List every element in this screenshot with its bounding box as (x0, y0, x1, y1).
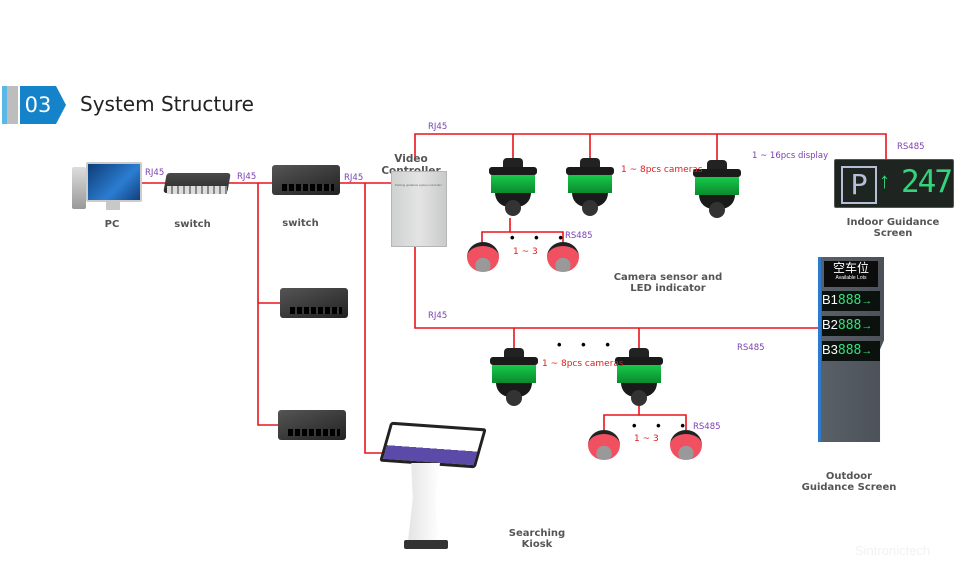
right-arrow-icon: → (861, 295, 873, 307)
page-title: System Structure (80, 92, 254, 116)
pc-label: PC (104, 219, 120, 230)
indicators-count-bottom: 1 ~ 3 (634, 434, 659, 444)
header-gray-bar (7, 86, 18, 124)
pc-monitor-icon (86, 162, 142, 202)
rs485-label-indicator-bottom: RS485 (693, 422, 721, 432)
displays-count: 1 ~ 16pcs display (752, 151, 829, 161)
pc-stand-icon (106, 200, 120, 210)
ellipsis-cameras-bottom: • • • (557, 337, 618, 352)
indoor-available-count: 247 (901, 164, 953, 200)
video-controller-box: Parking guidance system controller (391, 171, 447, 247)
indoor-guidance-screen: P ↑ 247 (834, 159, 954, 208)
right-arrow-icon: → (861, 320, 873, 332)
kiosk-stand (408, 463, 440, 541)
switch-1-ports (167, 186, 227, 194)
section-number-arrow (56, 86, 66, 124)
outdoor-title-cn: 空车位 (832, 261, 869, 275)
watermark: Sintronictech (855, 543, 931, 558)
led-indicator-4 (670, 430, 702, 460)
outdoor-title-en: Available Lots (835, 275, 867, 281)
wire-indicator-1 (481, 218, 511, 243)
camera-sensor-1 (487, 158, 539, 218)
wire-indicator-3 (603, 398, 640, 430)
right-arrow-icon: → (861, 345, 873, 357)
rj45-label-bottom-bus: RJ45 (428, 311, 448, 321)
ellipsis-indicators-bottom: • • • (632, 418, 693, 433)
level-count: 888 (837, 318, 862, 333)
wire-bottom-bus (414, 245, 818, 329)
kiosk-screen (379, 421, 487, 469)
camera-sensor-5 (613, 348, 665, 408)
camera-group-label: Camera sensor and LED indicator (613, 272, 723, 294)
rs485-label-indicator-top: RS485 (565, 231, 593, 241)
wire-switch-branch (257, 183, 278, 426)
cameras-count-top: 1 ~ 8pcs cameras (621, 165, 703, 175)
kiosk-base (404, 540, 448, 549)
level-label: B2 (822, 317, 838, 332)
pc-tower-icon (72, 167, 86, 209)
level-count: 888 (837, 343, 862, 358)
rs485-label-outdoor: RS485 (737, 343, 765, 353)
rj45-label-switch: RJ45 (237, 172, 257, 182)
rj45-label-top-bus: RJ45 (428, 122, 448, 132)
wire-indicator-4 (639, 414, 687, 430)
led-indicator-2 (547, 242, 579, 272)
parking-p-symbol: P (841, 166, 877, 204)
up-arrow-icon: ↑ (879, 168, 890, 193)
switch-1-label: switch (174, 219, 211, 230)
kiosk-label: Searching Kiosk (508, 528, 566, 550)
rs485-label-indoor: RS485 (897, 142, 925, 152)
rj45-label-controller: RJ45 (344, 173, 364, 183)
camera-sensor-3 (691, 160, 743, 220)
indoor-screen-label: Indoor Guidance Screen (846, 217, 940, 239)
outdoor-screen-label: Outdoor Guidance Screen (801, 471, 897, 493)
cameras-count-bottom: 1 ~ 8pcs cameras (542, 359, 624, 369)
led-indicator-1 (467, 242, 499, 272)
section-number: 03 (20, 86, 56, 124)
wire-top-bus (414, 133, 887, 160)
outdoor-guidance-screen: 空车位 Available Lots B1888→ B2888→ B3888→ (818, 257, 884, 442)
outdoor-row-b1: B1888→ (822, 291, 880, 311)
level-count: 888 (837, 293, 862, 308)
camera-sensor-2 (564, 158, 616, 218)
level-label: B3 (822, 342, 838, 357)
led-indicator-3 (588, 430, 620, 460)
level-label: B1 (822, 292, 838, 307)
camera-sensor-4 (488, 348, 540, 408)
switch-3-ports (290, 307, 342, 314)
header-accent-bar (2, 86, 7, 124)
outdoor-row-b3: B3888→ (822, 341, 880, 361)
switch-2-ports (282, 184, 334, 191)
ellipsis-indicators-top: • • • (510, 230, 571, 245)
outdoor-row-b2: B2888→ (822, 316, 880, 336)
switch-4-ports (288, 429, 340, 436)
controller-panel-text: Parking guidance system controller (395, 183, 442, 187)
indicators-count-top: 1 ~ 3 (513, 247, 538, 257)
wire-indicator-2 (510, 231, 564, 243)
outdoor-screen-header: 空车位 Available Lots (824, 261, 878, 287)
rj45-label-pc: RJ45 (145, 168, 165, 178)
switch-2-label: switch (282, 218, 319, 229)
wire-kiosk (364, 183, 388, 454)
